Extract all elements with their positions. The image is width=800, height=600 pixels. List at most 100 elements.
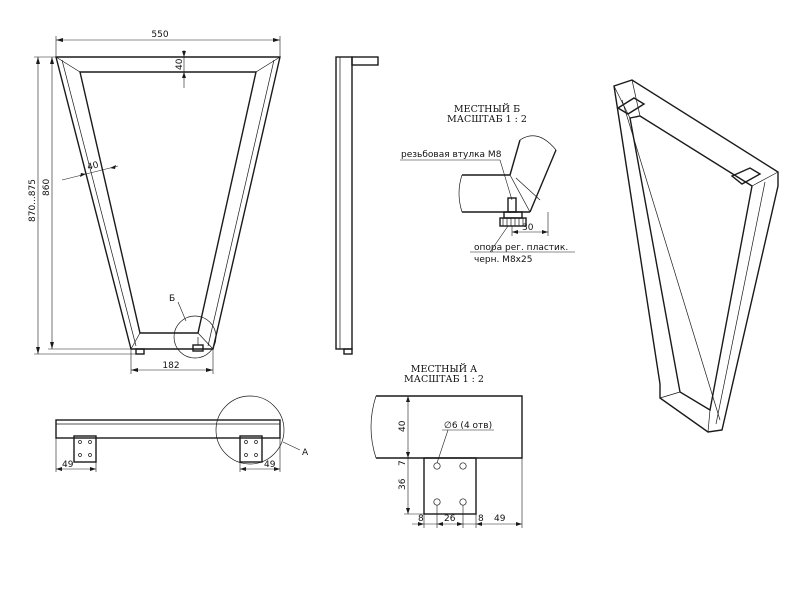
hole [254,440,258,444]
dim-40: 40 [398,420,408,432]
hole-note: ∅6 (4 отв) [444,421,492,431]
arrowhead [512,230,518,234]
frame-outer-outline [55,56,281,350]
iso-bracket [616,97,646,115]
arrowhead [406,396,410,402]
arrowhead [437,522,443,526]
detail-b-scale: МАСШТАБ 1 : 2 [447,114,527,125]
arrowhead [406,452,410,458]
detail-b-title: МЕСТНЫЙ Б [454,103,520,115]
dim-height-frame: 860 [42,179,52,196]
arrowhead [516,522,522,526]
dim-profile-side: 40 [86,160,100,173]
tube-edge [515,177,541,201]
top-bracket [351,56,379,66]
arrowhead [56,38,63,42]
arrowhead [542,230,548,234]
detail-a-scale: МАСШТАБ 1 : 2 [404,374,484,385]
arrowhead [418,522,424,526]
arrowhead [90,467,96,471]
dim-49: 49 [494,514,506,524]
tube-break [519,135,557,151]
mitre-line [55,56,81,73]
hole [78,453,82,457]
arrowhead [406,508,410,514]
hole [254,453,258,457]
detail-a-title: МЕСТНЫЙ А [411,363,478,375]
hole [459,462,467,470]
dim-36: 36 [398,478,408,490]
threaded-bushing [507,197,517,213]
arrowhead [36,57,40,64]
foot-stem [503,211,523,219]
arrowhead [274,467,280,471]
bracket-left [73,435,97,463]
leader-line [436,429,449,464]
top-view: A 49 49 [55,395,309,472]
iso-edge [659,391,681,399]
iso-edge [715,181,766,425]
hole [433,462,441,470]
isometric-view [613,79,779,433]
callout-a-label: A [302,448,309,458]
mitre-line [130,332,141,350]
hole [433,498,441,506]
iso-edge [631,79,641,117]
hole [244,440,248,444]
rail-break [370,395,377,459]
arrowhead [457,522,463,526]
mitre-line [255,56,281,73]
arrowhead [240,467,246,471]
leader-line [489,225,509,253]
detail-a: МЕСТНЫЙ А МАСШТАБ 1 : 2 ∅6 (4 отв) 40 7 … [370,363,523,528]
arrowhead [131,368,138,372]
dim-26: 26 [444,514,456,524]
dim-7: 7 [398,460,408,466]
iso-edge [751,171,779,187]
arrowhead [36,347,40,354]
dim-top-width: 550 [151,30,168,40]
arrowhead [80,173,86,177]
leader-line [499,159,513,201]
label-foot-line2: черн. M8x25 [474,255,532,265]
frame-inner-outline [79,71,257,334]
side-foot [343,348,353,355]
label-foot-line1: опора рег. пластик. [474,243,568,253]
mitre-line [197,332,214,350]
front-view: Б 550 40 40 870...875 860 [28,30,281,374]
profile-edge [61,59,137,347]
iso-bracket [730,167,762,185]
dim-profile-top: 40 [175,58,185,70]
tube-break [458,174,463,213]
tube-angled [509,139,521,176]
top-rail [55,419,281,439]
iso-frame-inner [629,115,753,412]
leader-line [282,441,301,451]
callout-b-label: Б [169,294,175,304]
arrowhead [273,38,280,42]
iso-frame-outer [613,79,779,433]
dim-30: 30 [522,223,534,233]
label-bushing: резьбовая втулка M8 [401,150,502,160]
iso-edge [707,409,711,433]
foot-base [499,217,527,227]
hole [88,453,92,457]
bracket-plate [423,457,477,515]
side-view [335,56,379,355]
dimension-line [61,165,119,181]
tube-angled [529,149,557,213]
mitre-line [509,174,531,213]
arrowhead [476,522,482,526]
arrowhead [182,51,186,57]
dim-bottom-width: 182 [162,361,179,371]
bracket-right [239,435,263,463]
detail-b: МЕСТНЫЙ Б МАСШТАБ 1 : 2 резьбовая втулка… [400,103,575,265]
arrowhead [206,368,213,372]
dim-left-49: 49 [62,460,74,470]
iso-edge [613,85,631,119]
foot-left [135,348,145,355]
detail-b-circle [173,315,217,359]
hole [244,453,248,457]
hole [88,440,92,444]
